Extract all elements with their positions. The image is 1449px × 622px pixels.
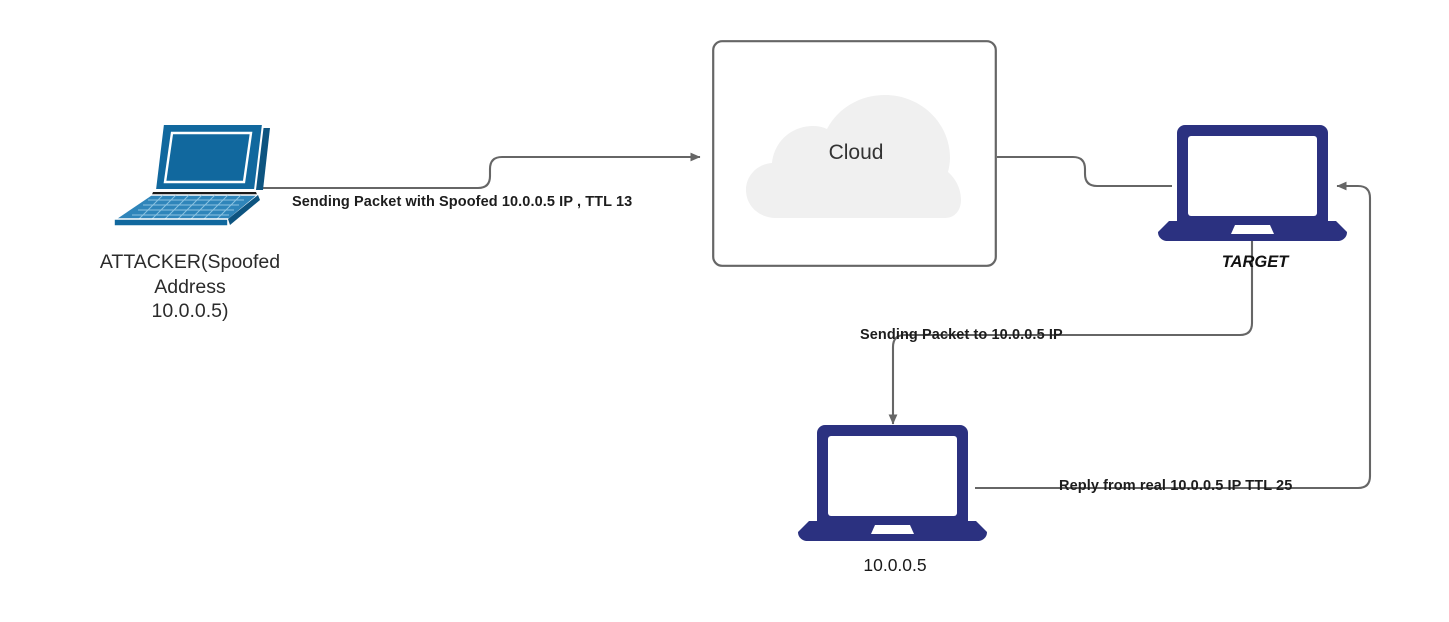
target-label: TARGET [1221, 253, 1289, 271]
node-attacker[interactable] [108, 122, 273, 227]
node-cloud[interactable] [712, 40, 997, 267]
laptop-front-icon [1157, 125, 1348, 241]
victim-label: 10.0.0.5 [863, 555, 927, 575]
edge-label-spoofed-packet: Sending Packet with Spoofed 10.0.0.5 IP … [292, 194, 633, 210]
edge-label-sending-to-victim: Sending Packet to 10.0.0.5 IP [860, 327, 1063, 343]
edge-label-reply-from-victim: Reply from real 10.0.0.5 IP TTL 25 [1059, 478, 1293, 494]
cloud-label: Cloud [828, 141, 884, 164]
edge-cloud-to-target [997, 155, 1172, 188]
node-victim[interactable] [795, 425, 990, 545]
edge-attacker-to-cloud [263, 152, 701, 190]
cloud-icon [712, 40, 997, 267]
laptop-isometric-icon [111, 123, 270, 227]
attacker-label: ATTACKER(Spoofed Address 10.0.0.5) [99, 251, 281, 323]
node-target[interactable] [1155, 125, 1350, 245]
laptop-front-icon [797, 425, 988, 541]
